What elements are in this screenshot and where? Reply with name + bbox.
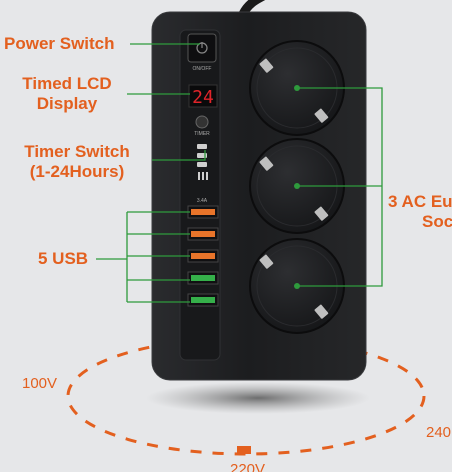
- control-panel: [179, 29, 221, 361]
- timer-caption: TIMER: [194, 131, 210, 137]
- usb-port-1-insert: [191, 209, 215, 215]
- timed-lcd-label: Timed LCD Display: [8, 74, 126, 114]
- lcd-display: [188, 84, 218, 108]
- timer-button[interactable]: [195, 115, 209, 129]
- socket-3-clip-bottom: [314, 304, 329, 319]
- timed-lcd-label-line1: Timed LCD: [22, 74, 112, 93]
- timer-switch-label-line2: (1-24Hours): [29, 162, 125, 181]
- socket-1-clip-bottom: [314, 108, 329, 123]
- usb-port-5-insert: [191, 297, 215, 303]
- ac-sockets-label-line1: 3 AC Eu: [388, 192, 452, 211]
- timer-switch-label-line1: Timer Switch: [24, 142, 130, 161]
- voltage-left-label: 100V: [22, 375, 58, 392]
- usb-port-3-insert: [191, 253, 215, 259]
- ac-sockets-label-line2: Soc: [422, 212, 452, 231]
- usb-ports: [187, 205, 219, 307]
- usb-label: 5 USB: [38, 249, 89, 268]
- socket-2-clip-bottom: [314, 206, 329, 221]
- power-switch-label: Power Switch: [4, 34, 115, 53]
- power-cable: [238, 0, 266, 17]
- voltage-right-label: 240: [426, 424, 452, 441]
- lcd-value: 24: [192, 87, 214, 108]
- voltage-ring: [66, 336, 426, 456]
- ac-bracket: [297, 87, 383, 287]
- usb-port-2-insert: [191, 231, 215, 237]
- timer-switch-label: Timer Switch (1-24Hours): [2, 142, 152, 182]
- usb-caption: 3.4A: [197, 198, 208, 204]
- socket-2-clip-top: [259, 156, 274, 171]
- leader-lines: [96, 43, 383, 303]
- switch-caption: ON/OFF: [193, 66, 212, 72]
- timer-leader: [152, 150, 206, 161]
- ac-sockets-label: 3 AC Eu Soc: [388, 192, 452, 232]
- power-strip-edge: [151, 11, 367, 381]
- voltage-bottom-label: 220V: [230, 461, 266, 472]
- device-shadow: [146, 382, 370, 414]
- socket-3-clip-top: [259, 254, 274, 269]
- socket-1-clip-top: [259, 58, 274, 73]
- usb-port-4-insert: [191, 275, 215, 281]
- timed-lcd-label-line2: Display: [36, 94, 98, 113]
- voltage-marker: [237, 446, 251, 454]
